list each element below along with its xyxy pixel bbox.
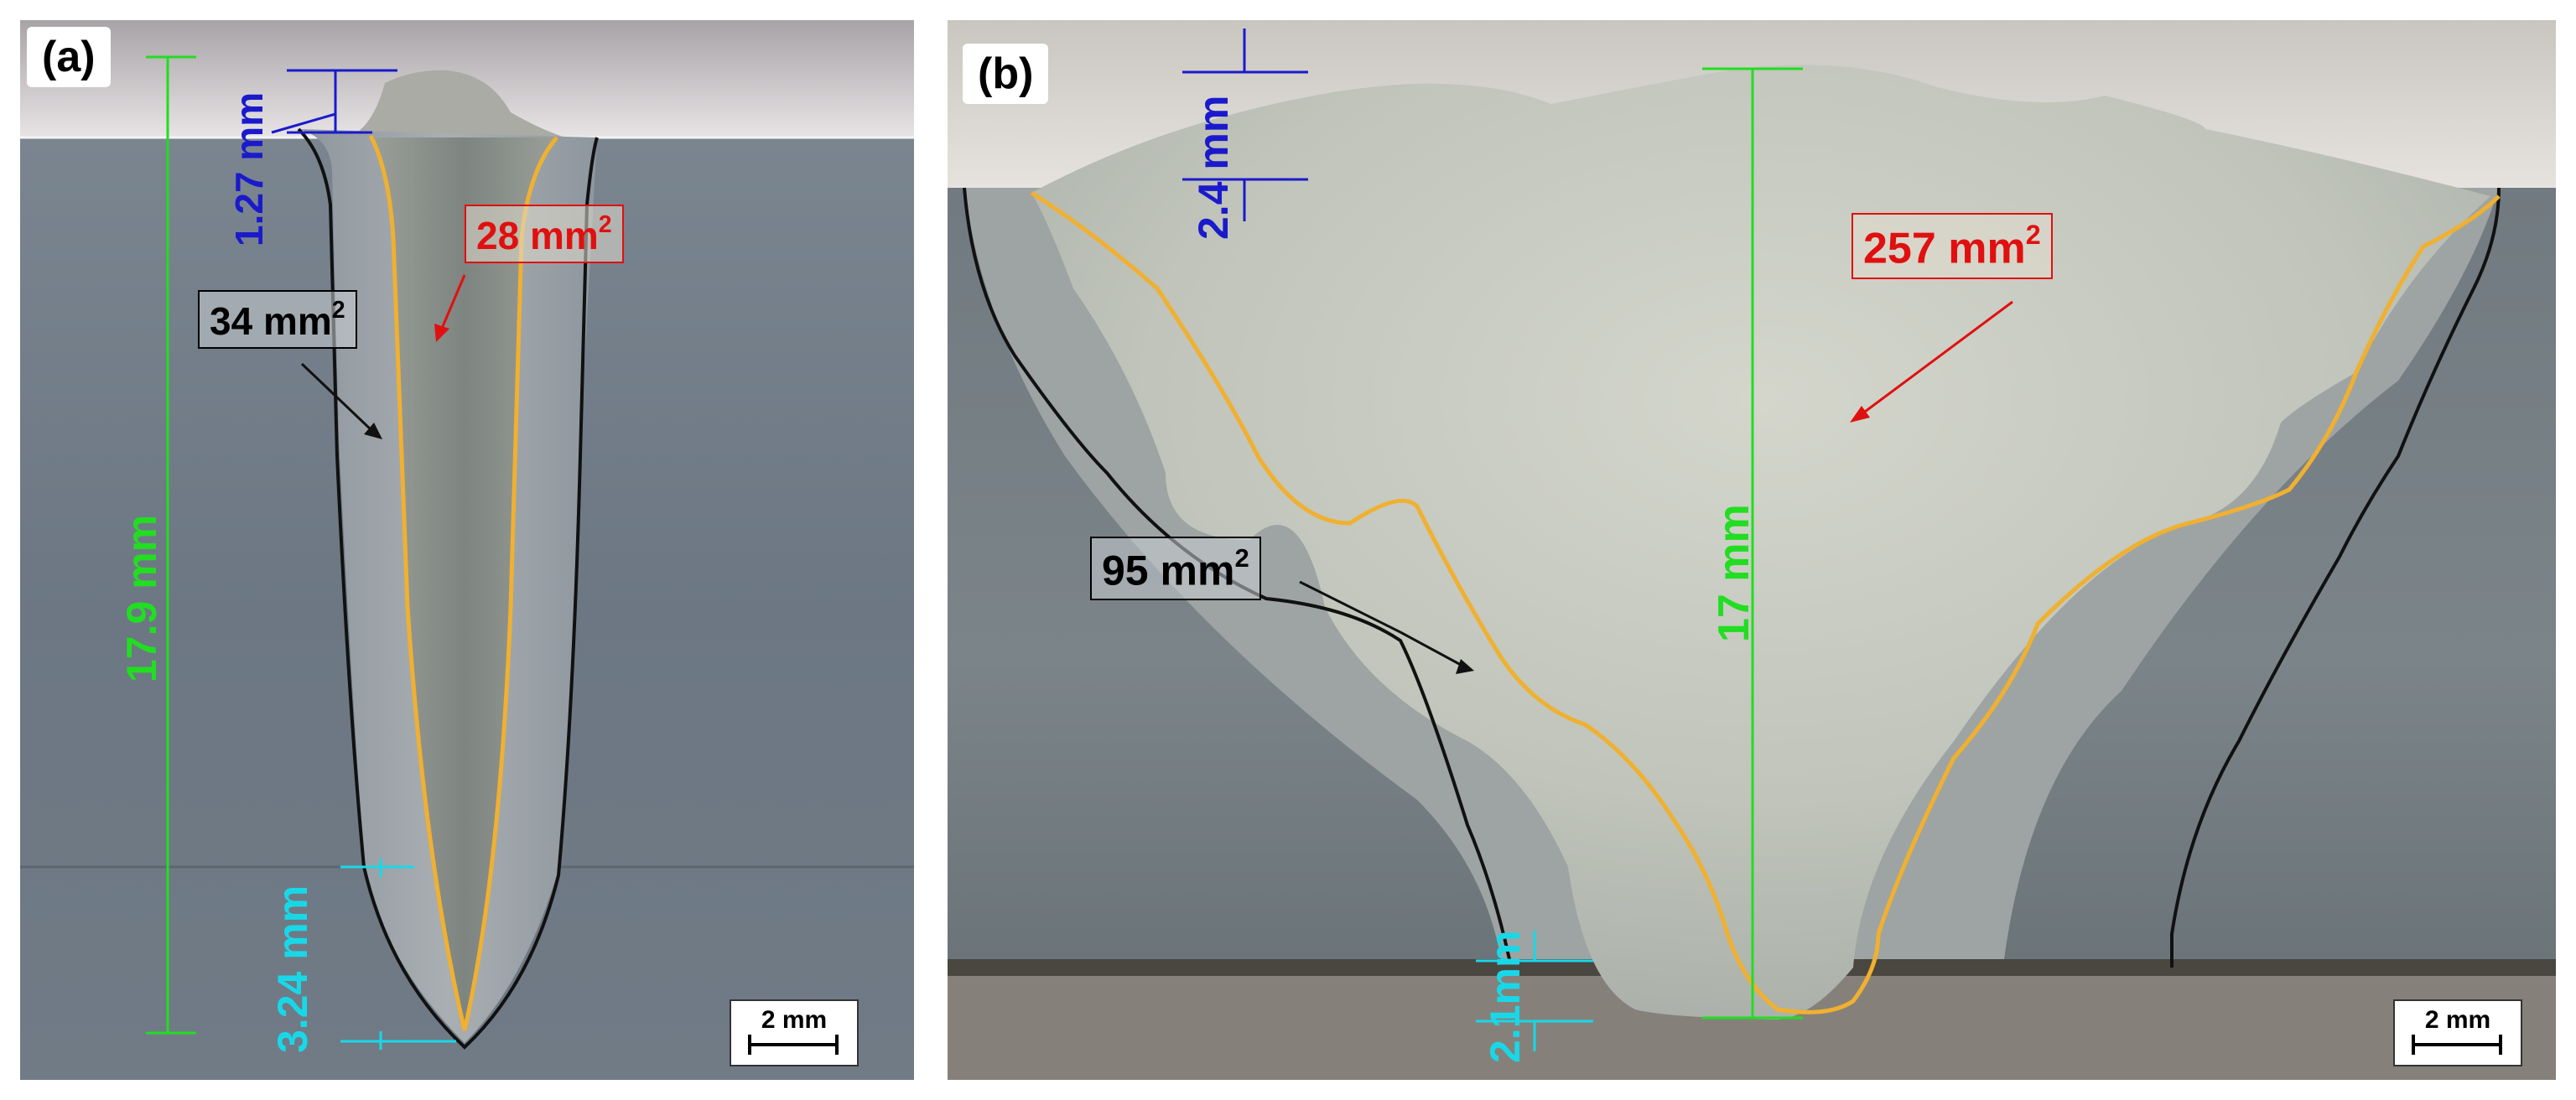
panel-b-haz-boundary-left [963,187,1511,960]
panel-b: (b) 17 mm 2.4 mm 2.1mm 257 mm2 95 mm2 2 … [948,20,2556,1080]
panel-a-scale-bar-line [748,1035,839,1055]
panel-b-reinforcement-dimension [1182,29,1308,221]
panel-a-fusion-area-label: 28 mm2 [465,205,624,263]
panel-a: (a) 17.9 mm 1.27 mm 3.24 mm 28 mm2 34 mm… [20,20,914,1080]
panel-b-root-label: 2.1mm [1482,930,1529,1063]
panel-b-fusion-area-superscript: 2 [2025,220,2041,250]
panel-a-haz-area-superscript: 2 [331,297,345,324]
panel-b-scale-bar: 2 mm [2393,999,2522,1066]
panel-a-haz-arrow [300,362,382,439]
panel-a-micrograph [20,20,914,1080]
panel-b-fusion-boundary [1030,190,2501,1014]
panel-b-root-dimension [1476,931,1593,1051]
panel-b-fusion-zone [1031,65,2490,1020]
panel-a-total-height-label: 17.9 mm [118,514,165,682]
panel-a-fusion-arrow [434,274,466,342]
panel-b-haz-arrow [1299,580,1474,674]
panel-a-reinforcement-label: 1.27 mm [227,91,271,246]
panel-b-scale-bar-label: 2 mm [2424,1006,2491,1034]
panel-b-haz-area-value: 95 mm [1102,547,1235,594]
panel-a-label: (a) [27,27,111,87]
panel-b-reinforcement-label: 2.4 mm [1190,95,1237,240]
panel-a-root-dimension [340,859,456,1050]
panel-a-haz-area-value: 34 mm [210,298,332,343]
panel-a-root-label: 3.24 mm [269,885,316,1053]
panel-a-scale-bar: 2 mm [730,999,859,1066]
panel-a-reinforcement-dimension [271,69,397,134]
panel-b-total-height-dimension [1702,67,1803,1020]
panel-a-fusion-area-value: 28 mm [476,213,599,257]
panel-b-total-height-label: 17 mm [1710,504,1758,642]
panel-a-haz-area-label: 34 mm2 [198,290,357,349]
panel-b-fusion-arrow [1850,300,2013,423]
panel-a-weld-crown [347,70,565,138]
panel-b-haz-area-superscript: 2 [1234,543,1249,573]
panel-b-haz-boundary-right [2170,187,2501,968]
panel-a-scale-bar-label: 2 mm [761,1006,828,1034]
panel-b-label: (b) [963,44,1049,104]
panel-b-fusion-area-label: 257 mm2 [1852,213,2053,279]
panel-b-micrograph [948,20,2556,1080]
panel-a-fusion-zone [372,138,557,1026]
panel-b-scale-bar-line [2412,1035,2502,1055]
panel-b-haz-area-label: 95 mm2 [1090,537,1261,600]
panel-a-haz-boundary [297,127,599,1050]
panel-a-fusion-area-superscript: 2 [598,211,612,238]
panel-a-total-height-dimension [146,55,196,1035]
panel-b-fusion-area-value: 257 mm [1863,224,2026,273]
